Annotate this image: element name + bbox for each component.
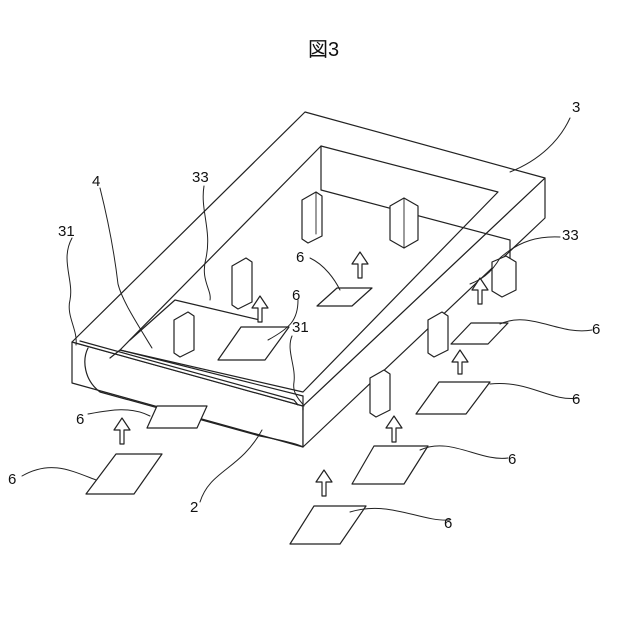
label-frame: 3 <box>572 99 580 116</box>
label-pad-center: 6 <box>296 249 304 266</box>
label-tab-right: 33 <box>562 227 579 244</box>
label-pad-left-bottom: 6 <box>8 471 16 488</box>
label-edge-left: 31 <box>58 223 75 240</box>
label-pad-right-top: 6 <box>592 321 600 338</box>
figure-title: 図3 <box>308 39 339 61</box>
label-film: 4 <box>92 173 100 190</box>
label-pad-right-lower: 6 <box>508 451 516 468</box>
label-pad-bottom: 6 <box>444 515 452 532</box>
label-tab-left: 33 <box>192 169 209 186</box>
label-pad-left: 6 <box>76 411 84 428</box>
label-pad-middle: 6 <box>292 287 300 304</box>
label-edge-inner: 31 <box>292 319 309 336</box>
label-pad-right-upper: 6 <box>572 391 580 408</box>
label-substrate: 2 <box>190 499 198 516</box>
